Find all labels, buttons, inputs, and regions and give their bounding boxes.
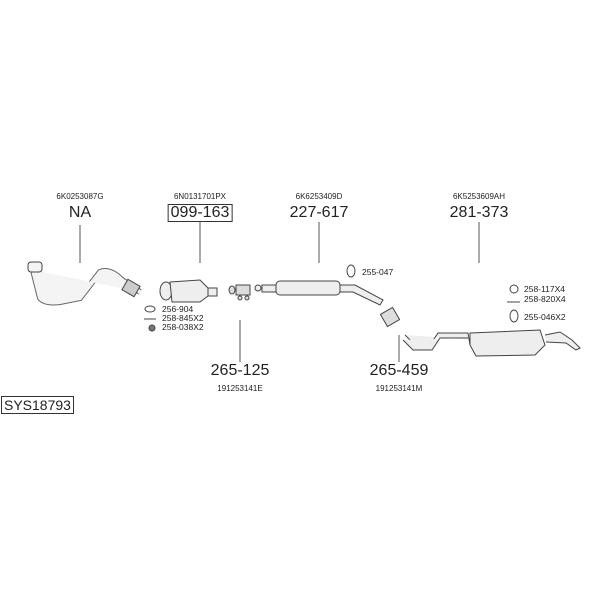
part-oem: 6K0253087G — [56, 192, 104, 201]
system-id: SYS18793 — [1, 396, 74, 414]
accessory-label[interactable]: 258-038X2 — [162, 322, 204, 332]
part-oem: 191253141E — [217, 384, 263, 393]
accessory-label[interactable]: 255-047 — [362, 267, 394, 277]
accessory-label[interactable]: 258-117X4 — [524, 284, 565, 294]
accessory-label[interactable]: 255-046X2 — [524, 312, 566, 322]
accessory-label[interactable]: 258-845X2 — [162, 313, 204, 323]
part-number[interactable]: 281-373 — [449, 204, 509, 221]
accessory-label[interactable]: 258-820X4 — [524, 294, 566, 304]
clamp-265-125 — [228, 284, 251, 301]
part-number[interactable]: 265-125 — [210, 362, 270, 379]
leader-lines — [79, 222, 480, 362]
part-oem: 6N0131701PX — [173, 192, 227, 201]
clamp-265-459 — [379, 306, 401, 328]
catalytic-converter — [159, 279, 218, 303]
gasket-icon — [144, 305, 156, 313]
washer-icon — [509, 284, 519, 294]
part-oem: 6K6253409D — [295, 192, 343, 201]
middle-silencer — [254, 280, 384, 306]
part-number-highlighted[interactable]: 099-163 — [167, 204, 233, 222]
part-number[interactable]: NA — [68, 204, 92, 221]
hanger-icon — [509, 309, 519, 323]
hanger-icon — [346, 264, 356, 278]
nut-icon — [148, 324, 156, 332]
accessory-label[interactable]: 256-904 — [162, 304, 194, 314]
part-oem: 6K5253609AH — [452, 192, 506, 201]
part-number[interactable]: 265-459 — [369, 362, 429, 379]
part-oem: 191253141M — [375, 384, 423, 393]
part-number[interactable]: 227-617 — [289, 204, 349, 221]
hardware-icons — [144, 264, 520, 332]
front-pipe — [27, 261, 142, 306]
rear-silencer — [402, 329, 581, 357]
